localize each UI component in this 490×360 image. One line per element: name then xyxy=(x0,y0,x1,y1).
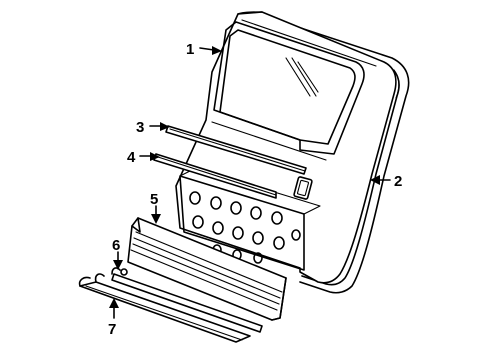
arrowhead-1 xyxy=(212,46,222,55)
arrowhead-7 xyxy=(109,298,119,308)
arrowhead-6 xyxy=(113,260,123,270)
callout-7: 7 xyxy=(108,321,116,338)
part-5-trim-panel xyxy=(127,217,287,321)
part-1-door xyxy=(175,11,397,284)
callout-6: 6 xyxy=(112,237,120,254)
callout-5: 5 xyxy=(150,191,158,208)
part-6-rocker-moulding xyxy=(111,267,263,333)
part-3-moulding xyxy=(165,125,307,175)
callout-2: 2 xyxy=(394,173,402,190)
arrowhead-4 xyxy=(150,152,160,161)
leader-1 xyxy=(199,47,215,51)
callout-1: 1 xyxy=(186,41,194,58)
callout-3: 3 xyxy=(136,119,144,136)
arrowhead-3 xyxy=(160,122,170,131)
part-7-rocker-strip xyxy=(78,273,251,343)
callout-4: 4 xyxy=(127,149,136,166)
arrowhead-5 xyxy=(151,214,161,224)
part-2-weatherstrip xyxy=(249,13,410,294)
door-handle xyxy=(293,176,313,200)
arrowhead-2 xyxy=(370,175,380,185)
